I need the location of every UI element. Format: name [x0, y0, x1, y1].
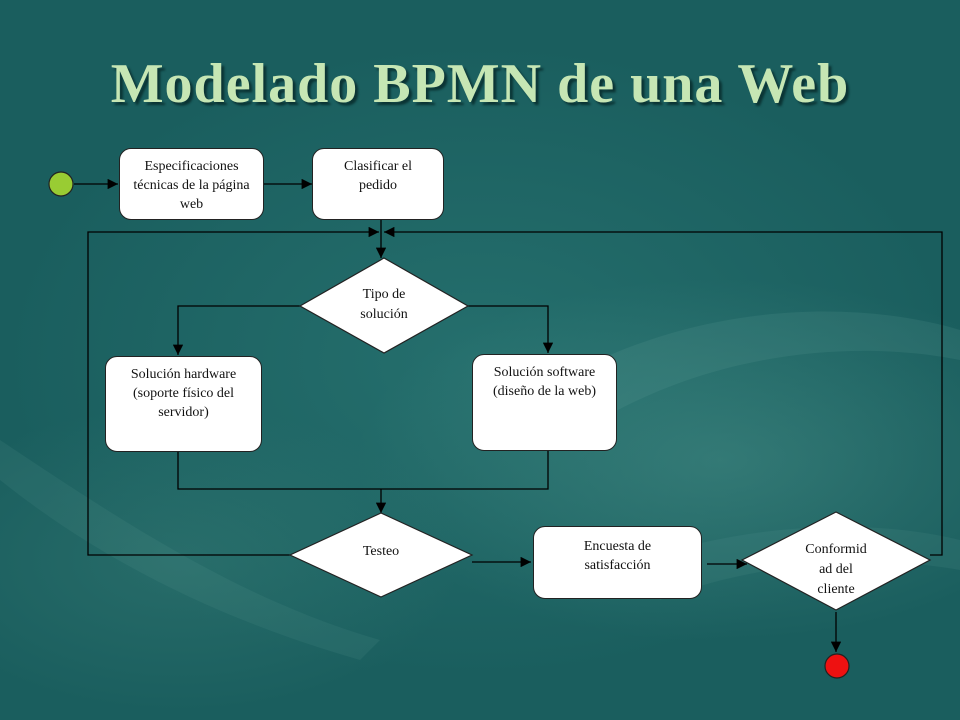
- flow-solution-to-hardware: [172, 305, 300, 355]
- task-specifications[interactable]: Especificaciones técnicas de la página w…: [119, 148, 264, 220]
- slide-title: Modelado BPMN de una Web: [110, 53, 850, 115]
- gateway-conformity-label-line2: ad del: [819, 562, 853, 577]
- gateway-conformity-label-line1: Conformid: [805, 542, 867, 557]
- task-software-solution[interactable]: Solución software (diseño de la web): [472, 354, 617, 451]
- task-classify-order[interactable]: Clasificar el pedido: [312, 148, 444, 220]
- gateway-conformity-label-line3: cliente: [817, 582, 855, 597]
- gateway-conformity-label: Conformid ad del cliente: [786, 540, 886, 600]
- task-hardware-solution[interactable]: Solución hardware (soporte físico del se…: [105, 356, 262, 452]
- gateway-testing[interactable]: [288, 512, 474, 598]
- flow-hardware-to-join: [177, 451, 549, 490]
- flow-conformity-loop-back: [384, 226, 943, 556]
- gateway-solution-type[interactable]: [298, 257, 470, 354]
- flow-solution-to-software: [468, 305, 554, 353]
- gateway-conformity[interactable]: [740, 511, 932, 611]
- flow-testing-loop-back: [87, 226, 379, 556]
- task-satisfaction-survey[interactable]: Encuesta de satisfacción: [533, 526, 702, 599]
- start-event[interactable]: [48, 171, 74, 197]
- end-event[interactable]: [824, 653, 850, 679]
- gateway-solution-type-label: Tipo de solución: [360, 287, 408, 322]
- gateway-testing-label: Testeo: [362, 544, 400, 559]
